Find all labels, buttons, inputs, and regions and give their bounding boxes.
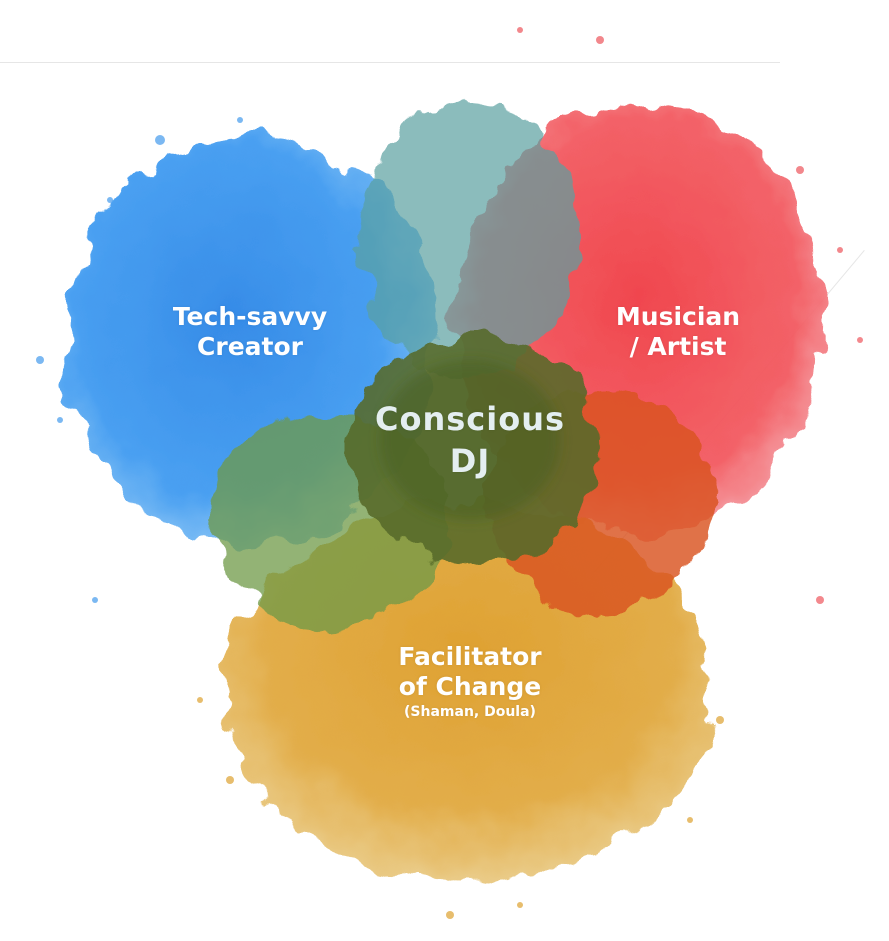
label-facilitator-of-change: Facilitator of Change (Shaman, Doula): [350, 642, 590, 721]
label-facil-line-2: of Change: [398, 672, 542, 701]
label-tech-savvy-creator: Tech-savvy Creator: [150, 302, 350, 362]
label-center-line-1: Conscious: [374, 400, 566, 438]
label-center-line-2: DJ: [449, 442, 491, 481]
label-music-line-2: / Artist: [629, 332, 727, 361]
label-tech-line-1: Tech-savvy: [172, 302, 328, 331]
frame-line-top: [0, 62, 780, 63]
paint-splatters: [36, 27, 863, 919]
label-facil-subtitle: (Shaman, Doula): [404, 704, 536, 720]
label-conscious-dj: Conscious DJ: [350, 400, 590, 481]
overlap-center-shade: [380, 360, 560, 520]
label-music-line-1: Musician: [615, 302, 741, 331]
label-facil-line-1: Facilitator: [398, 642, 542, 671]
label-musician-artist: Musician / Artist: [578, 302, 778, 362]
overlap-blue-red: [360, 100, 580, 380]
label-tech-line-2: Creator: [197, 332, 303, 361]
